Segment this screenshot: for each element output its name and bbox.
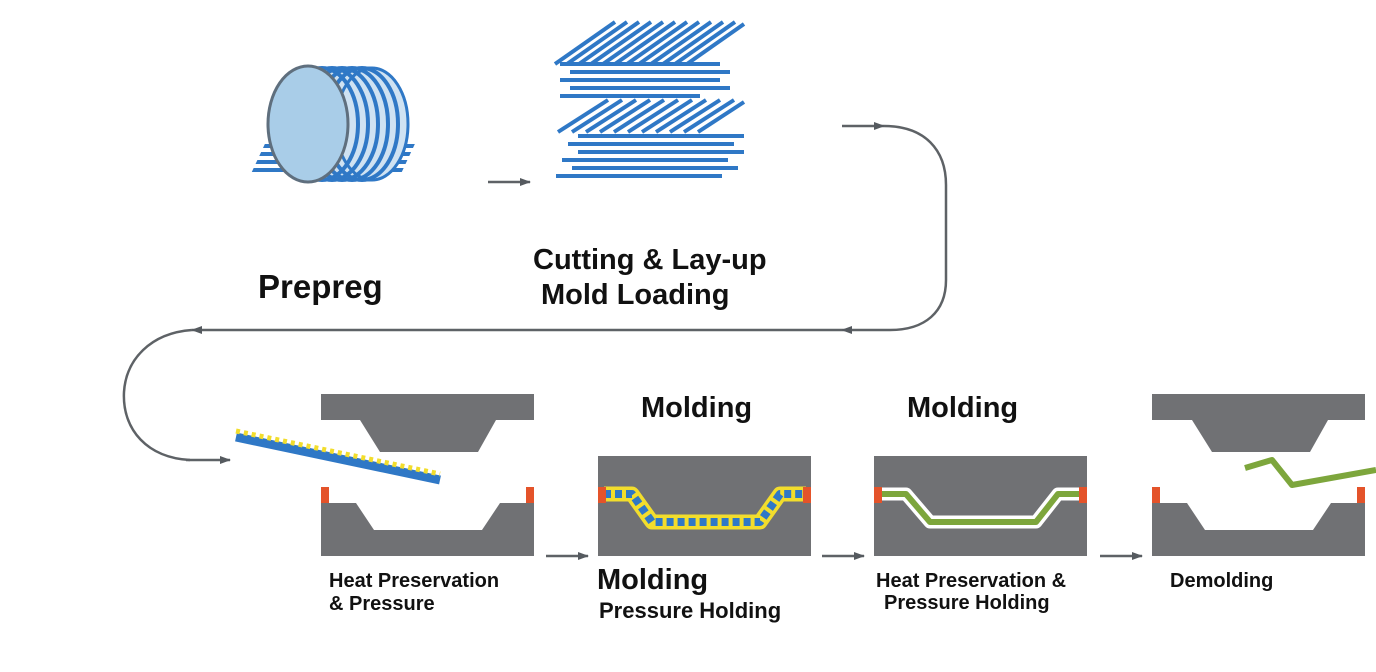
label-pressure-holding-2: Pressure Holding: [884, 592, 1050, 614]
mold-closed-curing: [874, 456, 1087, 556]
cured-part-icon: [1244, 457, 1376, 488]
label-molding-bottom: Molding: [597, 564, 709, 596]
prepreg-roll-icon: [251, 64, 415, 184]
label-mold-loading: Mold Loading: [541, 279, 730, 311]
prepreg-sheet-icon: [235, 428, 441, 485]
label-prepreg: Prepreg: [258, 268, 383, 305]
label-heat-preservation: Heat Preservation: [329, 570, 500, 592]
mold-closed-molding: [598, 456, 811, 556]
mold-open-loading: [235, 394, 534, 556]
label-molding-top-1: Molding: [641, 392, 753, 424]
layup-stack-icon: [553, 20, 746, 178]
label-molding-top-2: Molding: [907, 392, 1019, 424]
label-demolding: Demolding: [1170, 570, 1274, 592]
label-heat-preservation-and: Heat Preservation &: [876, 570, 1067, 592]
flow-connectors: [122, 122, 1143, 560]
label-pressure-holding: Pressure Holding: [599, 598, 782, 623]
label-and-pressure: & Pressure: [329, 593, 435, 615]
label-cutting-layup: Cutting & Lay-up: [533, 244, 767, 276]
mold-open-demolding: [1152, 394, 1376, 556]
